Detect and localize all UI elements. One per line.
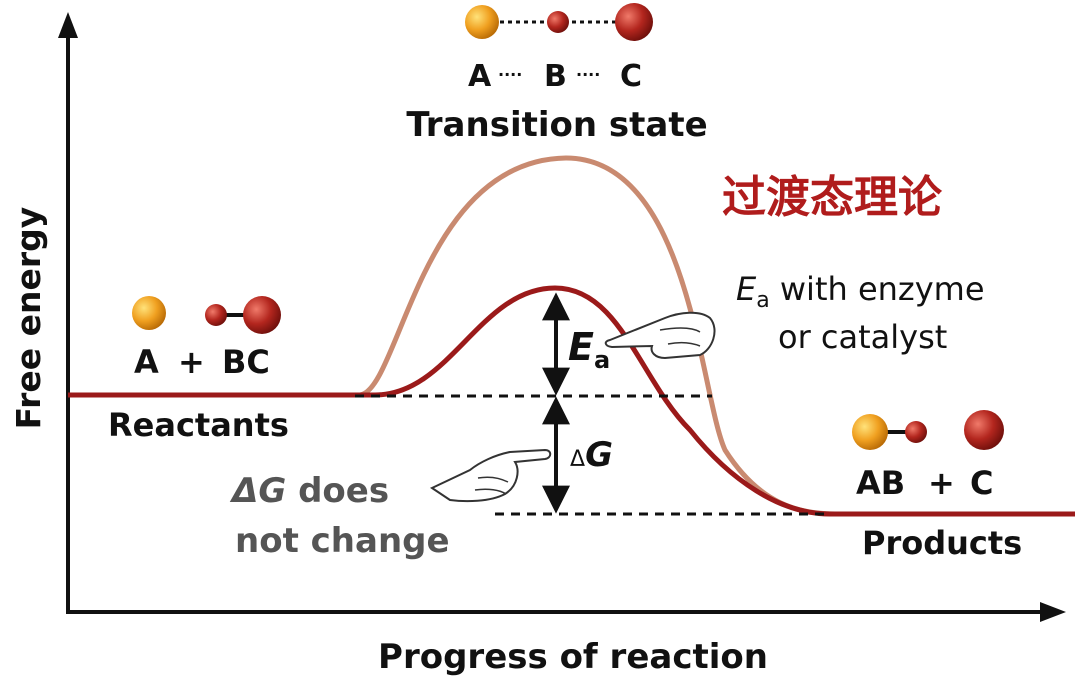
catalyzed-curve <box>68 285 1075 517</box>
uncatalyzed-curve <box>359 155 836 517</box>
energy-curves <box>68 155 1075 517</box>
atom-a-icon <box>465 5 499 39</box>
transition-state-molecule <box>465 3 653 41</box>
atom-b-icon <box>547 11 569 33</box>
ea-label: Ea <box>568 325 610 374</box>
pointing-hand-dg-icon <box>429 448 552 503</box>
reactant-atom-b-icon <box>205 304 227 326</box>
reactants-label: Reactants <box>108 406 289 444</box>
product-formula: AB + C <box>856 464 993 502</box>
ea-enzyme-note-line1: Ea with enzyme <box>736 270 985 313</box>
dg-note-line1: ΔG does <box>229 471 389 511</box>
x-axis-label: Progress of reaction <box>378 637 768 677</box>
reactant-molecules <box>132 296 281 334</box>
reactant-atom-c-icon <box>243 296 281 334</box>
ts-formula: A ···· B ···· C <box>468 53 642 94</box>
reactant-formula: A + BC <box>134 343 270 381</box>
products-label: Products <box>862 524 1022 562</box>
ea-enzyme-note-line2: or catalyst <box>778 318 947 356</box>
dg-note-line2: not change <box>235 521 450 561</box>
axes <box>58 12 1066 622</box>
product-atom-b-icon <box>905 421 927 443</box>
y-axis-label: Free energy <box>9 207 48 430</box>
theory-title: 过渡态理论 <box>722 172 943 223</box>
pointing-hand-ea-icon <box>604 311 716 360</box>
reactant-atom-a-icon <box>132 296 166 330</box>
y-axis-arrow-icon <box>58 12 78 38</box>
product-atom-a-icon <box>852 414 888 450</box>
transition-state-label: Transition state <box>406 105 707 145</box>
atom-c-icon <box>615 3 653 41</box>
x-axis-arrow-icon <box>1040 602 1066 622</box>
product-atom-c-icon <box>964 410 1004 450</box>
product-molecules <box>852 410 1004 450</box>
delta-g-label: ΔG <box>570 435 613 475</box>
